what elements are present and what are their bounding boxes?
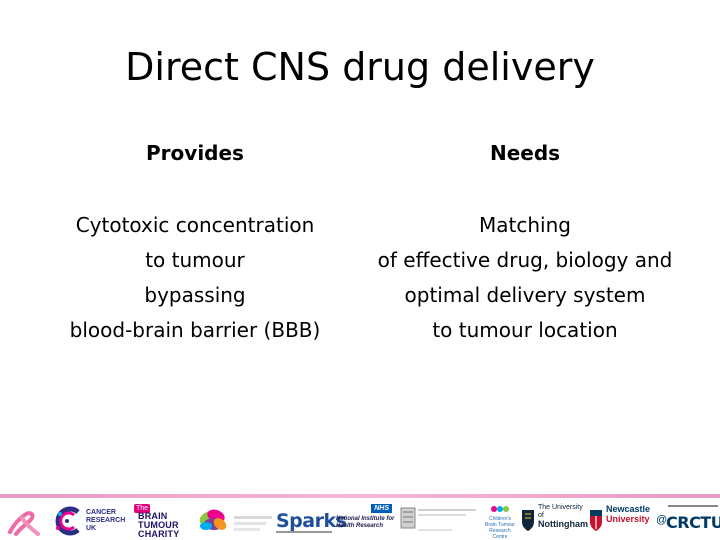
btc-name: BRAIN TUMOUR CHARITY: [138, 512, 192, 539]
btc-word: TUMOUR: [138, 520, 179, 530]
provides-line: to tumour: [145, 248, 245, 272]
sparks-strapline-graphic: [276, 530, 334, 537]
crctu-at-sign: @: [656, 514, 668, 526]
pink-ribbon-icon: [4, 504, 44, 538]
needs-column: Needs Matching of effective drug, biolog…: [368, 138, 682, 348]
newcastle-university-logo: Newcastle University: [606, 504, 656, 538]
needs-line: optimal delivery system: [404, 283, 646, 307]
cruk-word: UK: [86, 525, 97, 532]
brain-tumour-charity-logo: The BRAIN TUMOUR CHARITY: [134, 504, 192, 539]
nottingham-crest-icon: [520, 504, 536, 538]
provides-body: Cytotoxic concentration to tumour bypass…: [40, 208, 350, 348]
slide-title: Direct CNS drug delivery: [125, 45, 595, 89]
crctu-logo: @ CRCTU: [656, 504, 720, 538]
faded-partner-logo: [418, 504, 480, 540]
childrens-brain-tumour-research-centre-logo: Children's Brain Tumour Research Centre: [482, 504, 518, 540]
nihr-logo: NHS National Institute for Health Resear…: [336, 504, 398, 538]
needs-line: of effective drug, biology and: [377, 248, 673, 272]
nhs-badge: NHS: [371, 504, 392, 513]
cruk-word: CANCER: [86, 509, 116, 516]
ncl-sub: University: [606, 514, 650, 524]
cbt-line: Children's: [488, 516, 512, 522]
provides-line: Cytotoxic concentration: [75, 213, 315, 237]
nihr-name: National Institute for Health Research: [336, 516, 398, 530]
crctu-tagline-graphic: [668, 504, 720, 511]
cancer-research-uk-logo: CANCER RESEARCH UK: [86, 504, 134, 540]
provides-column: Provides Cytotoxic concentration to tumo…: [40, 138, 350, 348]
notts-top: The University of: [538, 504, 583, 519]
provides-line: blood-brain barrier (BBB): [69, 318, 321, 342]
btc-word: BRAIN: [138, 511, 168, 521]
newcastle-shield-icon: [588, 504, 604, 538]
footer-divider: [0, 494, 720, 498]
needs-line: to tumour location: [432, 318, 618, 342]
faded-partner-logo: [234, 504, 274, 540]
cbt-line: Research Centre: [489, 528, 511, 540]
provides-heading: Provides: [146, 141, 244, 165]
cancer-research-uk-icon: [50, 504, 84, 538]
needs-line: Matching: [479, 213, 571, 237]
cruk-word: RESEARCH: [86, 517, 126, 524]
crctu-wordmark: CRCTU: [666, 513, 720, 532]
needs-body: Matching of effective drug, biology and …: [368, 208, 682, 348]
sparks-wordmark: Sparks: [276, 510, 347, 532]
sponsor-logo-strip: CANCER RESEARCH UK The BRAIN TUMOUR CHAR…: [0, 500, 720, 540]
btc-word: CHARITY: [138, 529, 180, 539]
cbt-line: Brain Tumour: [484, 522, 515, 528]
sparks-logo: Sparks: [276, 504, 347, 538]
needs-heading: Needs: [489, 141, 561, 165]
nihr-line: National Institute for: [336, 516, 395, 522]
ncl-name: Newcastle: [606, 504, 651, 514]
btc-the-tag: The: [134, 504, 151, 513]
crest-icon: [398, 504, 418, 538]
provides-line: bypassing: [144, 283, 246, 307]
nihr-line: Health Research: [336, 523, 384, 529]
university-of-nottingham-logo: The University of Nottingham: [538, 504, 588, 538]
colorful-petals-logo-icon: [194, 504, 234, 538]
notts-name: Nottingham: [538, 519, 588, 529]
